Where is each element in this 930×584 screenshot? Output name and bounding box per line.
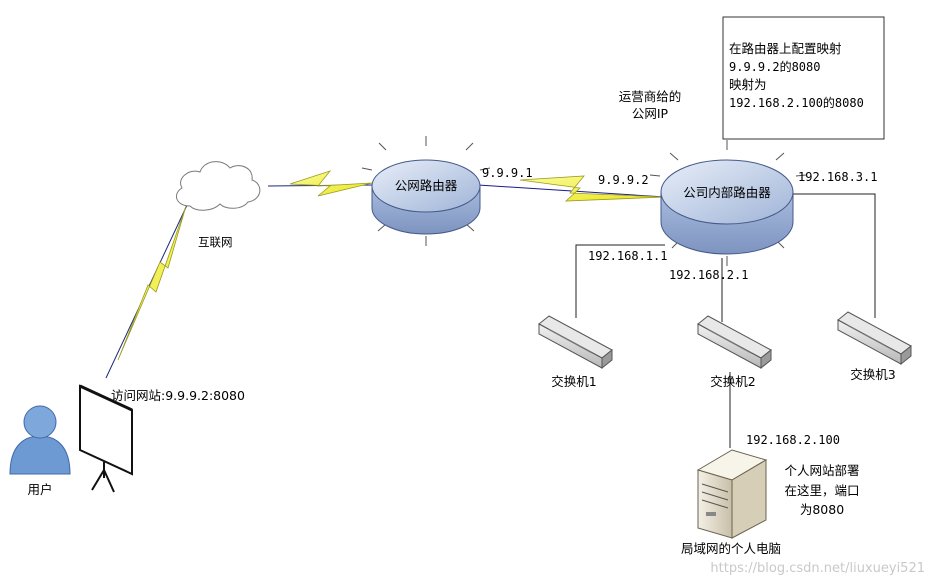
lightning-bolt-icon bbox=[289, 170, 373, 197]
switch-3-icon[interactable] bbox=[837, 311, 912, 366]
wire-subnet3 bbox=[793, 193, 876, 318]
lightning-bolt-icon bbox=[117, 205, 187, 361]
deploy-note-line1: 个人网站部署 bbox=[784, 463, 859, 478]
watermark-text: https://blog.csdn.net/liuxueyi521 bbox=[710, 561, 925, 576]
wire-subnet1 bbox=[575, 244, 665, 318]
user-label: 用户 bbox=[27, 482, 52, 497]
internet-label: 互联网 bbox=[198, 235, 233, 249]
config-note-box bbox=[722, 16, 885, 140]
visit-label: 访问网站:9.9.9.2:8080 bbox=[111, 388, 245, 403]
lightning-bolts bbox=[117, 170, 666, 361]
config-note-line1: 在路由器上配置映射 bbox=[729, 41, 842, 56]
public-router-label: 公网路由器 bbox=[395, 178, 458, 193]
subnet3-ip: 192.168.3.1 bbox=[798, 170, 877, 184]
deploy-note-line3: 为8080 bbox=[800, 502, 844, 517]
server-ip: 192.168.2.100 bbox=[746, 433, 840, 447]
internet-cloud-icon bbox=[175, 161, 261, 211]
public-router[interactable] bbox=[361, 136, 491, 246]
switch-2-icon[interactable] bbox=[697, 315, 772, 370]
company-router-label: 公司内部路由器 bbox=[683, 185, 771, 200]
config-note-line2: 9.9.9.2的8080 bbox=[729, 59, 820, 74]
subnet2-ip: 192.168.2.1 bbox=[669, 268, 748, 282]
config-note-line3: 映射为 bbox=[729, 77, 767, 92]
company-router[interactable] bbox=[649, 140, 807, 266]
switch-1-icon[interactable] bbox=[538, 315, 613, 370]
switch-2-label: 交换机2 bbox=[710, 374, 755, 389]
deploy-note-line2: 在这里，端口 bbox=[784, 483, 859, 498]
wan-ip-right: 9.9.9.2 bbox=[598, 173, 649, 187]
user-icon[interactable] bbox=[9, 405, 71, 475]
server-tower-icon[interactable] bbox=[696, 449, 768, 539]
switch-1-label: 交换机1 bbox=[551, 374, 596, 389]
server-label: 局域网的个人电脑 bbox=[681, 541, 781, 556]
config-note-line4: 192.168.2.100的8080 bbox=[729, 95, 864, 110]
wan-ip-left: 9.9.9.1 bbox=[482, 166, 533, 180]
subnet1-ip: 192.168.1.1 bbox=[588, 249, 667, 263]
switch-3-label: 交换机3 bbox=[850, 367, 895, 382]
projector-screen-icon[interactable] bbox=[79, 384, 133, 493]
isp-note-line1: 运营商给的 bbox=[619, 89, 682, 104]
isp-note-line2: 公网IP bbox=[632, 106, 669, 121]
